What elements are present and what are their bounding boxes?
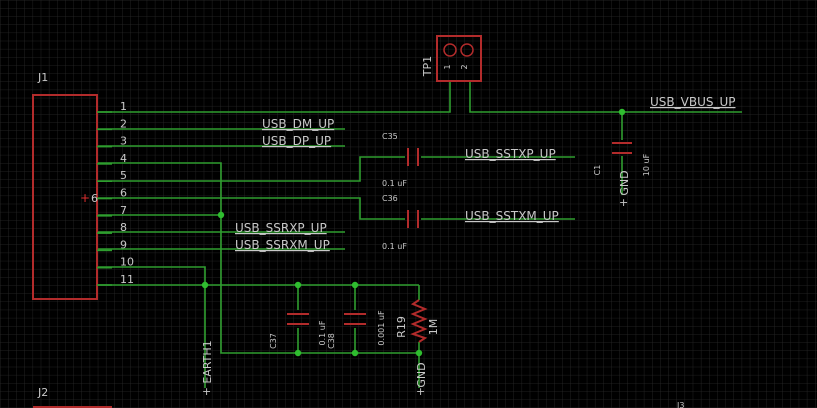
junction-c38-top bbox=[351, 281, 359, 289]
j1-pin-4-label: 4 bbox=[120, 152, 127, 165]
c35-ref: C35 bbox=[382, 132, 398, 141]
junction-c38-bot bbox=[351, 349, 359, 357]
net-label-ssrxp: USB_SSRXP_UP bbox=[235, 221, 327, 235]
capacitor-c36[interactable]: C36 0.1 uF bbox=[382, 194, 419, 251]
j1-origin-marker-label: 6 bbox=[91, 192, 98, 205]
wires bbox=[98, 82, 742, 388]
j2-ref: J2 bbox=[37, 386, 48, 399]
wire-vbus bbox=[469, 82, 742, 113]
net-label-sstxm: USB_SSTXM_UP bbox=[465, 209, 559, 223]
junction-c37-top bbox=[294, 281, 302, 289]
gnd-label-c1: GND bbox=[618, 170, 631, 195]
junctions bbox=[201, 108, 626, 357]
power-symbols: GND + GND + EARTH1 + bbox=[201, 170, 631, 398]
c38-ref: C38 bbox=[327, 333, 336, 349]
j1-pin-3-label: 3 bbox=[120, 135, 127, 148]
j1-pin-6-label: 6 bbox=[120, 187, 127, 200]
j1-pin-7-label: 7 bbox=[120, 204, 127, 217]
c38-value: 0.001 uF bbox=[377, 310, 386, 346]
earth-marker: + bbox=[202, 385, 211, 398]
capacitor-c37[interactable]: C37 0.1 uF bbox=[269, 313, 327, 349]
net-labels: USB_VBUS_UP USB_DM_UP USB_DP_UP USB_SSTX… bbox=[235, 95, 736, 252]
c1-ref: C1 bbox=[593, 165, 602, 176]
c1-value: 10 uF bbox=[642, 153, 651, 176]
tp1-pin2-label: 2 bbox=[460, 64, 469, 69]
r19-value: 1M bbox=[427, 319, 440, 336]
wire-pin5 bbox=[98, 156, 405, 182]
junction-gnd bbox=[415, 349, 423, 357]
gnd-marker-c1: + bbox=[619, 196, 628, 209]
capacitor-c1[interactable]: C1 10 uF bbox=[593, 142, 651, 176]
j1-origin-marker: + bbox=[80, 191, 90, 205]
tp1-pad-2 bbox=[460, 43, 474, 57]
net-label-vbus: USB_VBUS_UP bbox=[650, 95, 736, 109]
gnd-marker-r19: + bbox=[416, 385, 425, 398]
tp1-ref: TP1 bbox=[421, 56, 434, 77]
gnd-label-r19: GND bbox=[415, 362, 428, 387]
c35-value: 0.1 uF bbox=[382, 179, 407, 188]
c37-value: 0.1 uF bbox=[318, 320, 327, 345]
j1-pin-5-label: 5 bbox=[120, 169, 127, 182]
junction-pin7 bbox=[217, 211, 225, 219]
c36-ref: C36 bbox=[382, 194, 398, 203]
tp1-body bbox=[436, 35, 482, 82]
c36-value: 0.1 uF bbox=[382, 242, 407, 251]
j1-pin-1-label: 1 bbox=[120, 100, 127, 113]
j1-body bbox=[32, 94, 98, 300]
j1-pin-10-label: 10 bbox=[120, 256, 134, 269]
net-label-ssrxm: USB_SSRXM_UP bbox=[235, 238, 330, 252]
testpoint-tp1[interactable]: 1 2 TP1 bbox=[421, 35, 482, 82]
j1-pin-2-label: 2 bbox=[120, 117, 127, 130]
connector-j3[interactable]: J3 bbox=[676, 401, 684, 408]
wire-pin1 bbox=[98, 82, 451, 113]
j1-ref: J1 bbox=[37, 71, 48, 84]
c37-ref: C37 bbox=[269, 333, 278, 349]
junction-earth bbox=[201, 281, 209, 289]
net-label-sstxp: USB_SSTXP_UP bbox=[465, 147, 556, 161]
junction-vbus bbox=[618, 108, 626, 116]
r19-ref: R19 bbox=[395, 316, 408, 338]
connector-j2[interactable]: J2 bbox=[33, 386, 112, 408]
r19-body bbox=[410, 299, 428, 343]
j1-pin-9-label: 9 bbox=[120, 238, 127, 251]
net-label-dp: USB_DP_UP bbox=[262, 134, 331, 148]
wire-pin6 bbox=[98, 197, 405, 220]
j1-pin-11-label: 11 bbox=[120, 273, 134, 286]
net-label-dm: USB_DM_UP bbox=[262, 117, 334, 131]
wire-pin10 bbox=[98, 266, 206, 388]
tp1-pin1-label: 1 bbox=[443, 64, 452, 69]
earth-label: EARTH1 bbox=[201, 340, 214, 383]
capacitor-c38[interactable]: C38 0.001 uF bbox=[327, 310, 386, 349]
tp1-pad-1 bbox=[443, 43, 457, 57]
j1-pin-8-label: 8 bbox=[120, 221, 127, 234]
capacitor-c35[interactable]: C35 0.1 uF bbox=[382, 132, 419, 188]
resistor-r19[interactable]: R19 1M bbox=[395, 299, 440, 343]
j3-ref: J3 bbox=[676, 401, 684, 408]
wire-pin4 bbox=[98, 162, 419, 354]
junction-c37-bot bbox=[294, 349, 302, 357]
